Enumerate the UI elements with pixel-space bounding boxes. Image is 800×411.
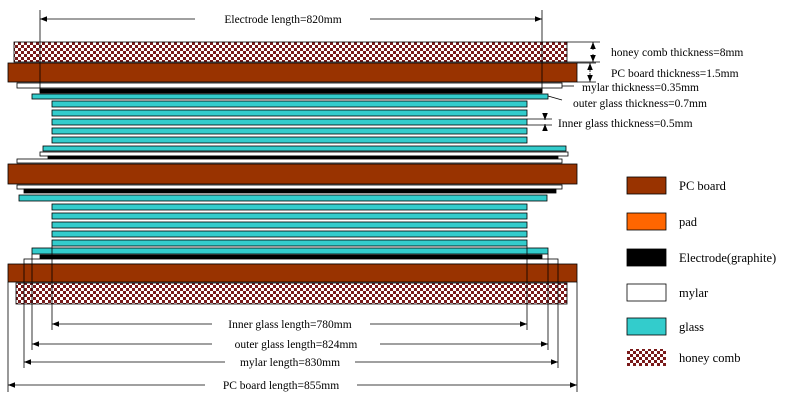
legend-swatch-pad bbox=[626, 212, 667, 231]
legend-label-pc-board: PC board bbox=[679, 179, 727, 193]
inner-glass-stack-2 bbox=[51, 203, 528, 247]
legend-swatch-glass bbox=[626, 317, 667, 336]
outer-glass-thickness-label: outer glass thickness=0.7mm bbox=[573, 98, 707, 110]
middle-outer-glass-bottom bbox=[18, 194, 548, 202]
top-mylar bbox=[16, 82, 563, 89]
dimension-lines bbox=[7, 10, 600, 392]
legend-label-glass: glass bbox=[679, 320, 704, 334]
bottom-electrode bbox=[39, 254, 543, 260]
top-electrode bbox=[39, 88, 543, 94]
bottom-mylar bbox=[23, 258, 559, 265]
legend-swatch-mylar bbox=[626, 283, 667, 302]
mylar-length-label: mylar length=830mm bbox=[240, 357, 340, 369]
legend-swatch-electrode bbox=[626, 248, 667, 267]
legend-item-pad: pad bbox=[626, 212, 698, 231]
inner-glass bbox=[51, 212, 528, 220]
inner-glass bbox=[51, 127, 528, 135]
top-pc-board bbox=[7, 62, 578, 83]
annotations: Electrode length=820mm honey comb thickn… bbox=[223, 14, 744, 392]
legend-swatch-pc-board bbox=[626, 176, 667, 195]
bottom-honeycomb bbox=[15, 282, 568, 305]
inner-glass bbox=[51, 109, 528, 117]
legend-swatch-honeycomb bbox=[627, 349, 666, 366]
inner-glass bbox=[51, 118, 528, 126]
legend-label-mylar: mylar bbox=[679, 286, 709, 300]
middle-mylar-top bbox=[39, 151, 569, 157]
legend-item-glass: glass bbox=[626, 317, 704, 336]
bottom-outer-glass bbox=[31, 247, 549, 255]
middle-pc-board bbox=[7, 163, 578, 185]
middle-outer-glass-top bbox=[42, 145, 567, 152]
legend: PC board pad Electrode(graphite) mylar g… bbox=[626, 176, 776, 366]
inner-glass bbox=[51, 221, 528, 229]
legend-item-honeycomb: honey comb bbox=[627, 349, 740, 366]
inner-glass bbox=[51, 203, 528, 211]
inner-glass bbox=[51, 230, 528, 238]
inner-glass-thickness-label: Inner glass thickness=0.5mm bbox=[558, 118, 693, 130]
inner-glass bbox=[51, 100, 528, 108]
honeycomb-thickness-label: honey comb thickness=8mm bbox=[611, 47, 743, 59]
bottom-pc-board bbox=[7, 263, 578, 283]
inner-glass bbox=[51, 239, 528, 247]
middle-electrode-bottom bbox=[23, 188, 557, 194]
legend-label-honeycomb: honey comb bbox=[679, 351, 740, 365]
inner-glass-length-label: Inner glass length=780mm bbox=[228, 319, 351, 331]
legend-item-pc-board: PC board bbox=[626, 176, 727, 195]
legend-label-pad: pad bbox=[679, 215, 698, 229]
chamber-stack bbox=[7, 41, 578, 305]
top-outer-glass bbox=[31, 93, 549, 100]
mylar-thickness-label: mylar thickness=0.35mm bbox=[582, 82, 699, 94]
pc-board-length-label: PC board length=855mm bbox=[223, 380, 339, 392]
outer-glass-length-label: outer glass length=824mm bbox=[235, 339, 358, 351]
inner-glass bbox=[51, 136, 528, 144]
electrode-length-label: Electrode length=820mm bbox=[224, 14, 341, 26]
pc-board-thickness-label: PC board thickness=1.5mm bbox=[611, 68, 739, 80]
middle-electrode-top bbox=[47, 155, 559, 160]
outer-glass-thickness-line bbox=[547, 95, 563, 101]
inner-glass-stack-1 bbox=[51, 100, 528, 144]
legend-item-mylar: mylar bbox=[626, 283, 709, 302]
middle-mylar-top-2 bbox=[16, 158, 563, 164]
top-honeycomb bbox=[13, 41, 568, 63]
legend-item-electrode: Electrode(graphite) bbox=[626, 248, 776, 267]
legend-label-electrode: Electrode(graphite) bbox=[679, 251, 776, 265]
middle-mylar-bottom bbox=[16, 184, 563, 190]
